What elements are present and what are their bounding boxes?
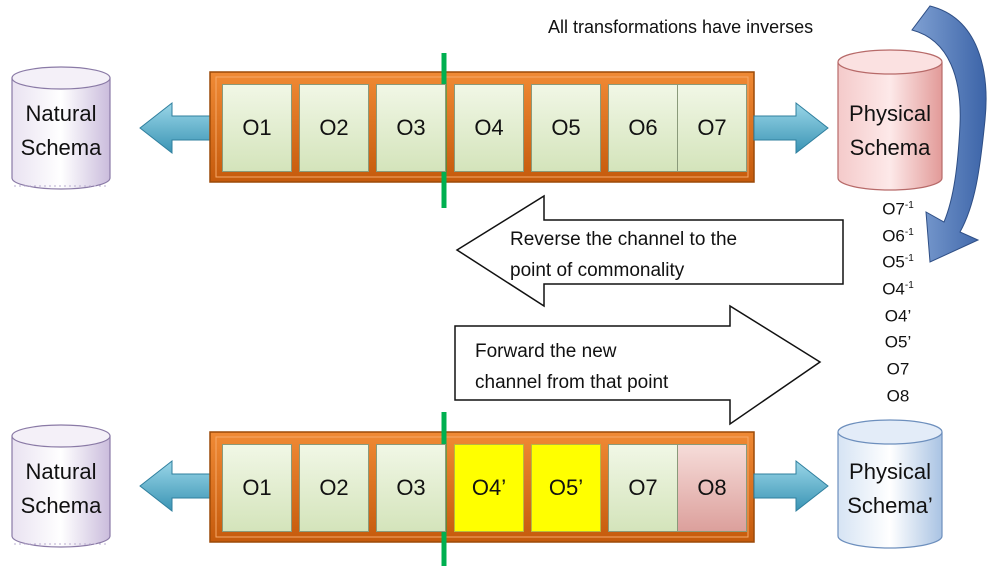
bottom-right-blue-arrow [753, 459, 829, 513]
forward-arrow-line1: Forward the new [475, 341, 617, 362]
top-op-box: O1 [222, 84, 292, 172]
bottom-op-box-modified: O5’ [531, 444, 601, 532]
bottom-left-blue-arrow [139, 459, 213, 513]
top-op-box: O7 [677, 84, 747, 172]
bottom-op-box: O7 [608, 444, 678, 532]
top-physical-schema-label: Physical Schema [838, 97, 942, 165]
sequence-item: O5-1 [882, 252, 914, 272]
top-natural-schema-line1: Natural [25, 101, 97, 126]
reverse-arrow-line1: Reverse the channel to the [510, 229, 738, 250]
top-physical-schema-line2: Schema [849, 135, 931, 160]
sequence-item: O4’ [884, 306, 912, 326]
bottom-op-box-modified: O4’ [454, 444, 524, 532]
reverse-arrow-line2: point of commonality [510, 260, 685, 281]
top-natural-schema-cylinder [11, 66, 111, 190]
top-op-box: O3 [376, 84, 446, 172]
bottom-op-box: O1 [222, 444, 292, 532]
sequence-item: O8 [886, 386, 910, 406]
top-natural-schema-label: Natural Schema [12, 97, 110, 165]
bottom-op-box: O3 [376, 444, 446, 532]
top-physical-schema-line1: Physical [849, 101, 931, 126]
sequence-item: O6-1 [882, 226, 914, 246]
forward-arrow-text: Forward the new channel from that point [475, 336, 668, 398]
top-left-blue-arrow [139, 101, 213, 155]
reverse-arrow-text: Reverse the channel to the point of comm… [510, 224, 737, 286]
top-op-box: O4 [454, 84, 524, 172]
bottom-natural-schema-line1: Natural [25, 459, 97, 484]
sequence-item: O5’ [884, 332, 912, 352]
bottom-op-box-new: O8 [677, 444, 747, 532]
forward-arrow-line2: channel from that point [475, 372, 669, 393]
forward-block-arrow [454, 304, 822, 426]
bottom-natural-schema-label: Natural Schema [12, 455, 110, 523]
curved-inverse-arrow [911, 5, 987, 263]
reverse-block-arrow [455, 194, 844, 308]
bottom-natural-schema-cylinder [11, 424, 111, 548]
top-op-box: O2 [299, 84, 369, 172]
bottom-op-box: O2 [299, 444, 369, 532]
bottom-natural-schema-line2: Schema [20, 493, 102, 518]
bottom-physical-schema-line2: Schema’ [847, 493, 933, 518]
top-op-box: O5 [531, 84, 601, 172]
bottom-physical-schema-label: Physical Schema’ [838, 455, 942, 523]
top-natural-schema-line2: Schema [20, 135, 102, 160]
inverse-note: All transformations have inverses [548, 17, 814, 37]
bottom-physical-schema-line1: Physical [849, 459, 931, 484]
bottom-physical-schema-cylinder [837, 419, 943, 549]
sequence-item: O7-1 [882, 199, 914, 219]
sequence-item: O4-1 [882, 279, 914, 299]
top-right-blue-arrow [753, 101, 829, 155]
top-physical-schema-cylinder [837, 49, 943, 191]
transformation-sequence: O7-1 O6-1 O5-1 O4-1 O4’ O5’ O7 O8 [848, 194, 948, 407]
top-op-box: O6 [608, 84, 678, 172]
sequence-item: O7 [886, 359, 910, 379]
